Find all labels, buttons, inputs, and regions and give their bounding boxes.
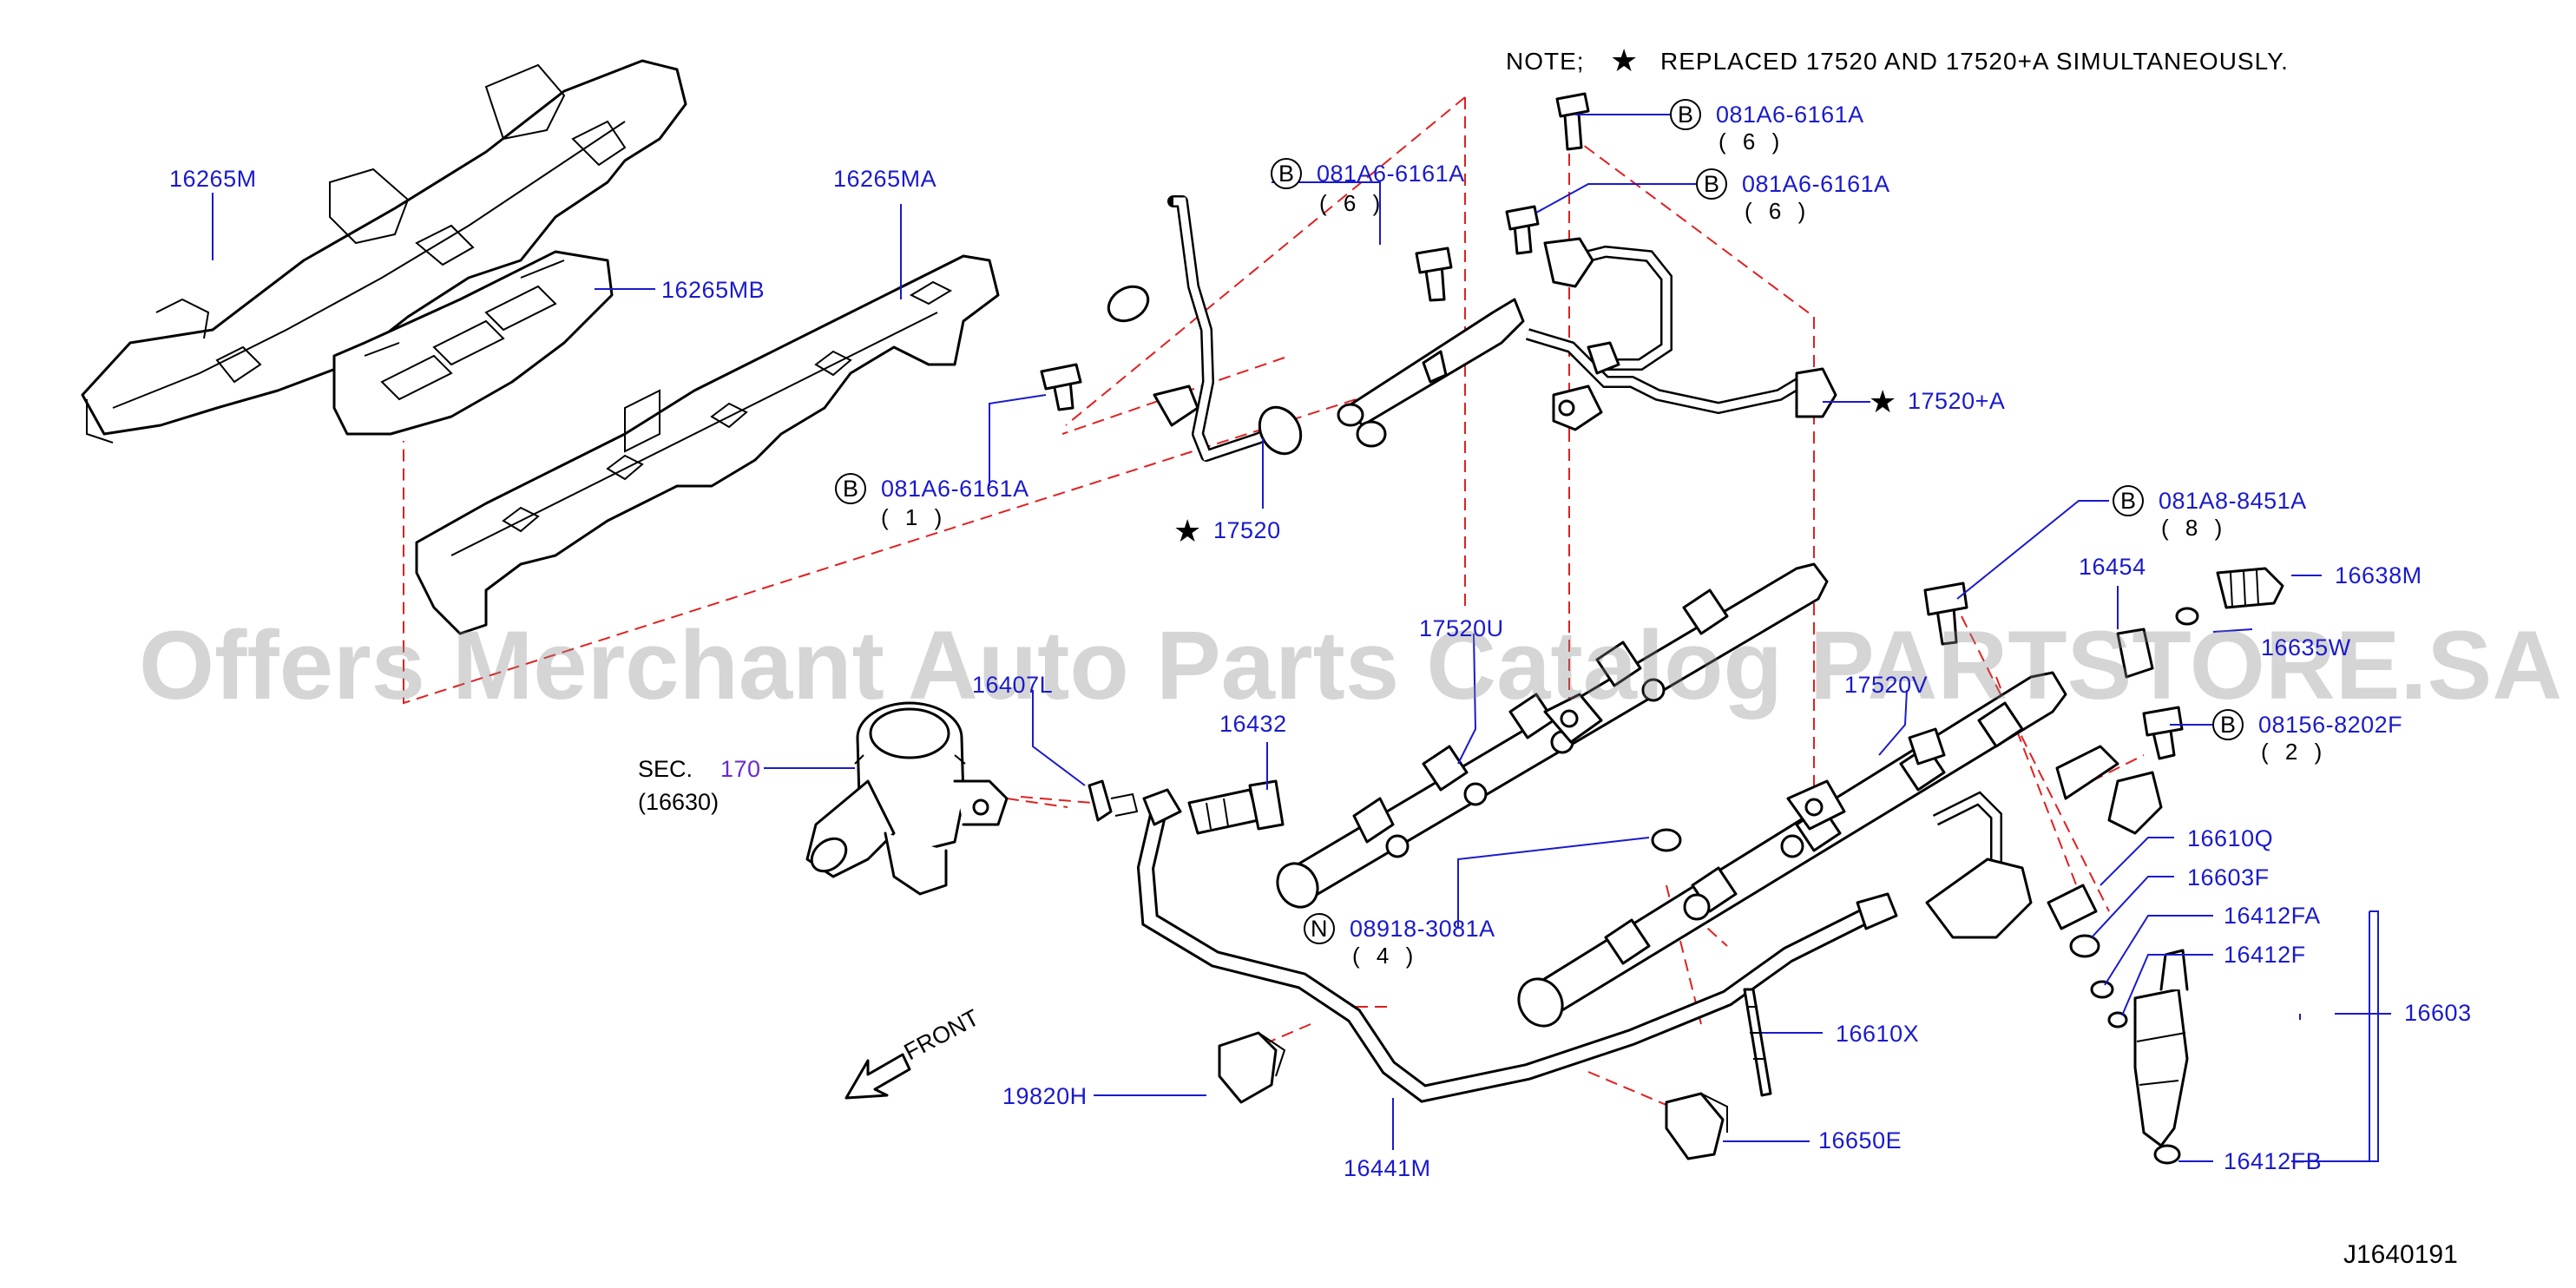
injector-16610X [1743,988,1772,1097]
clip-16407L [1088,779,1139,822]
fuel-rail-17520U [1276,562,1829,909]
engine-cover-16265MA [415,254,1000,635]
injector-16603 [2133,949,2189,1165]
front-arrow-icon [844,1053,911,1100]
clip-19820H [1218,1031,1286,1104]
pressure-sensor-16638M [2175,567,2284,626]
label-16610Q: 16610Q [2187,825,2273,851]
label-16603: 16603 [2404,1000,2472,1026]
fuel-tube-17520 [1107,195,1303,462]
label-17520: 17520 [1213,517,1281,543]
bolt-symbol-icon [1271,158,1302,189]
label-17520A: 17520+A [1908,388,2005,414]
note-prefix: NOTE; [1506,48,1585,75]
star-icon: ★ [1610,43,1639,78]
bolt-symbol-icon [2113,485,2144,516]
bolt-symbol-icon [1696,168,1727,200]
front-arrow: FRONT [844,1004,983,1100]
bolt-letter: B [843,476,858,502]
label-17520U: 17520U [1419,615,1504,641]
label-16265MA: 16265MA [833,166,936,192]
label-16638M: 16638M [2335,562,2422,588]
bolt-letter: B [2120,488,2136,514]
bolt-letter: B [1678,102,1693,128]
seal-08918 [1651,828,1682,852]
bolt-symbol-icon [835,473,866,504]
engine-cover-16265M [81,59,687,444]
leader-lines [212,114,2382,1162]
qty-4: ( 6 ) [1745,198,1810,224]
fuel-tube-17520A [1525,237,1837,431]
clip-16650E [1665,1092,1728,1160]
nut-letter: N [1311,916,1328,942]
note-line: NOTE; ★ REPLACED 17520 AND 17520+A SIMUL… [1506,43,2289,78]
hose-16441M [1136,745,2119,1103]
bolts-small [1040,92,2184,760]
diagram-id: J1640191 [2343,1240,2458,1269]
qty-3: ( 6 ) [1718,128,1784,154]
label-08918-3081A: 08918-3081A [1350,916,1495,942]
fuel-rail-17520V [1517,671,2067,1028]
assembly-dash-lines [403,96,2145,1120]
watermark-text: Offers Merchant Auto Parts Catalog PARTS… [139,611,2562,720]
label-081A6-6161A-1: 081A6-6161A [881,476,1029,502]
qty-1: ( 1 ) [881,504,947,530]
note-text: REPLACED 17520 AND 17520+A SIMULTANEOUSL… [1660,48,2289,75]
label-16454: 16454 [2079,554,2146,580]
label-16603F: 16603F [2187,864,2270,890]
label-16432: 16432 [1219,711,1287,737]
sec-number: 170 [720,756,761,782]
bolt-letter: B [1278,161,1294,187]
bolt-symbol-icon [2212,709,2244,740]
qty-7: ( 4 ) [1352,943,1418,969]
bracket-lower [2107,771,2163,835]
label-081A6-6161A-4: 081A6-6161A [1742,171,1890,197]
qty-6: ( 2 ) [2261,739,2327,765]
bolt-letter: B [1704,171,1719,197]
label-16635W: 16635W [2261,634,2351,660]
label-081A6-6161A-3: 081A6-6161A [1716,102,1864,128]
star-icon: ★ [1173,513,1201,549]
bolt-letter: B [2220,712,2236,738]
fuel-rail-upper [1337,298,1525,448]
label-16412FA: 16412FA [2224,903,2321,929]
label-081A8-8451A: 081A8-8451A [2159,488,2307,514]
high-pressure-pump [805,701,1009,896]
label-16650E: 16650E [1818,1127,1902,1153]
engine-cover-16265MB [332,250,614,436]
bracket-16454 [2116,628,2154,679]
bolt-16432 [1187,779,1285,835]
sec-sub: (16630) [638,789,719,815]
label-16441M: 16441M [1344,1155,1431,1181]
label-081A6-6161A-2: 081A6-6161A [1317,161,1465,187]
group-brace-16603 [2369,910,2391,1162]
label-16265M: 16265M [169,166,257,192]
label-16407L: 16407L [972,672,1053,698]
label-17520V: 17520V [1844,672,1928,698]
bolt-symbol-icon [1670,99,1701,130]
qty-5: ( 8 ) [2161,515,2227,541]
seals-16412 [2047,884,2128,1028]
front-label: FRONT [900,1004,983,1065]
sec-prefix: SEC. [638,756,693,782]
qty-2: ( 6 ) [1319,190,1385,216]
label-08156-8202F: 08156-8202F [2258,712,2402,738]
part-labels: 16265M 16265MA 16265MB B 081A6-6161A ( 1… [169,99,2472,1181]
label-16412F: 16412F [2224,942,2306,968]
nut-symbol-icon [1304,913,1335,944]
label-16610X: 16610X [1836,1021,1919,1047]
label-16265MB: 16265MB [661,277,765,303]
star-icon: ★ [1869,384,1896,419]
label-19820H: 19820H [1002,1083,1088,1109]
label-16412FB: 16412FB [2224,1148,2322,1174]
